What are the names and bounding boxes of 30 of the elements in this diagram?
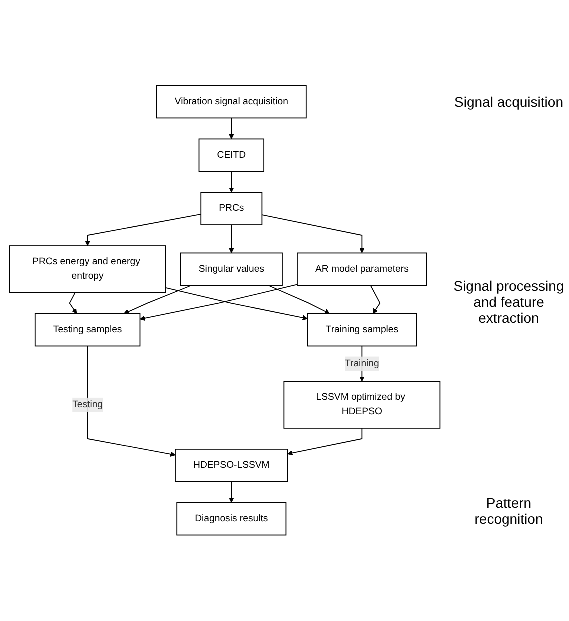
- arrow: [123, 285, 192, 314]
- arrow: [268, 285, 330, 314]
- node-box: PRCs energy and energy entropy: [8, 246, 166, 294]
- edge-label: Training: [344, 358, 379, 369]
- arrow: [370, 285, 380, 314]
- arrow: [68, 292, 77, 314]
- arrow: [287, 428, 362, 456]
- arrow: [228, 481, 234, 504]
- node-box: Singular values: [180, 252, 282, 286]
- node-box: AR model parameters: [296, 252, 427, 286]
- arrow: [164, 287, 308, 321]
- node-box: CEITD: [198, 138, 264, 172]
- node-box: LSSVM optimized by HDEPSO: [283, 381, 440, 429]
- node-box: Vibration signal acquisition: [156, 85, 306, 119]
- arrow: [228, 171, 234, 193]
- node-box: Training samples: [306, 313, 416, 347]
- section-label: Signal processing and feature extraction: [453, 278, 565, 326]
- node-box: Diagnosis results: [176, 502, 286, 536]
- node-box: Testing samples: [34, 313, 140, 347]
- node-box: HDEPSO-LSSVM: [174, 448, 288, 482]
- arrow: [84, 214, 202, 246]
- arrow: [228, 118, 234, 140]
- arrow: [228, 224, 234, 254]
- section-label: Pattern recognition: [474, 494, 544, 527]
- arrow: [261, 214, 364, 254]
- arrow: [140, 284, 298, 321]
- section-label: Signal acquisition: [454, 94, 564, 110]
- arrow: [86, 346, 176, 457]
- edge-label: Testing: [72, 400, 103, 410]
- node-box: PRCs: [200, 192, 262, 226]
